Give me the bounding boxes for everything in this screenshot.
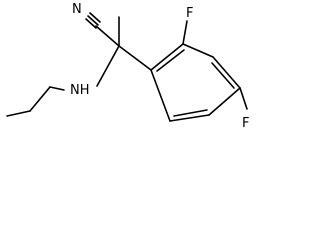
bond-center-to-nh xyxy=(96,45,120,87)
ring-bond-3 xyxy=(212,56,241,89)
bond-nh-to-propyl-c1 xyxy=(49,86,65,91)
molecule-structure: N F F NH xyxy=(0,0,268,136)
ring-bond-2 xyxy=(182,43,214,58)
atom-label-f-right: F xyxy=(242,116,249,131)
ring-bond-1 xyxy=(150,43,184,71)
triple-bond-line-3 xyxy=(89,12,101,23)
atom-label-amine-nh: NH xyxy=(70,83,90,98)
molecule-svg: N F F NH xyxy=(6,2,249,131)
bond-nitrile-c-to-center xyxy=(95,25,120,47)
ring-double-inner-1 xyxy=(156,49,185,72)
bond-ring-to-f-top xyxy=(182,20,188,45)
bond-center-to-ring xyxy=(118,45,152,71)
ring-bond-5 xyxy=(169,114,210,122)
ring-double-inner-2 xyxy=(211,62,235,89)
ring-bond-4 xyxy=(208,87,241,116)
ring-double-inner-3 xyxy=(173,109,208,117)
bond-propyl-c2-to-c3 xyxy=(6,110,31,117)
ring-bond-6 xyxy=(150,69,171,122)
atom-label-nitrile-n: N xyxy=(72,2,82,17)
triple-bond-line-2 xyxy=(85,18,97,29)
bond-propyl-c1-to-c2 xyxy=(29,86,51,112)
atom-label-f-top: F xyxy=(186,6,193,21)
triple-bond-line-1 xyxy=(87,15,99,26)
bond-ring-to-f-right xyxy=(239,87,248,110)
